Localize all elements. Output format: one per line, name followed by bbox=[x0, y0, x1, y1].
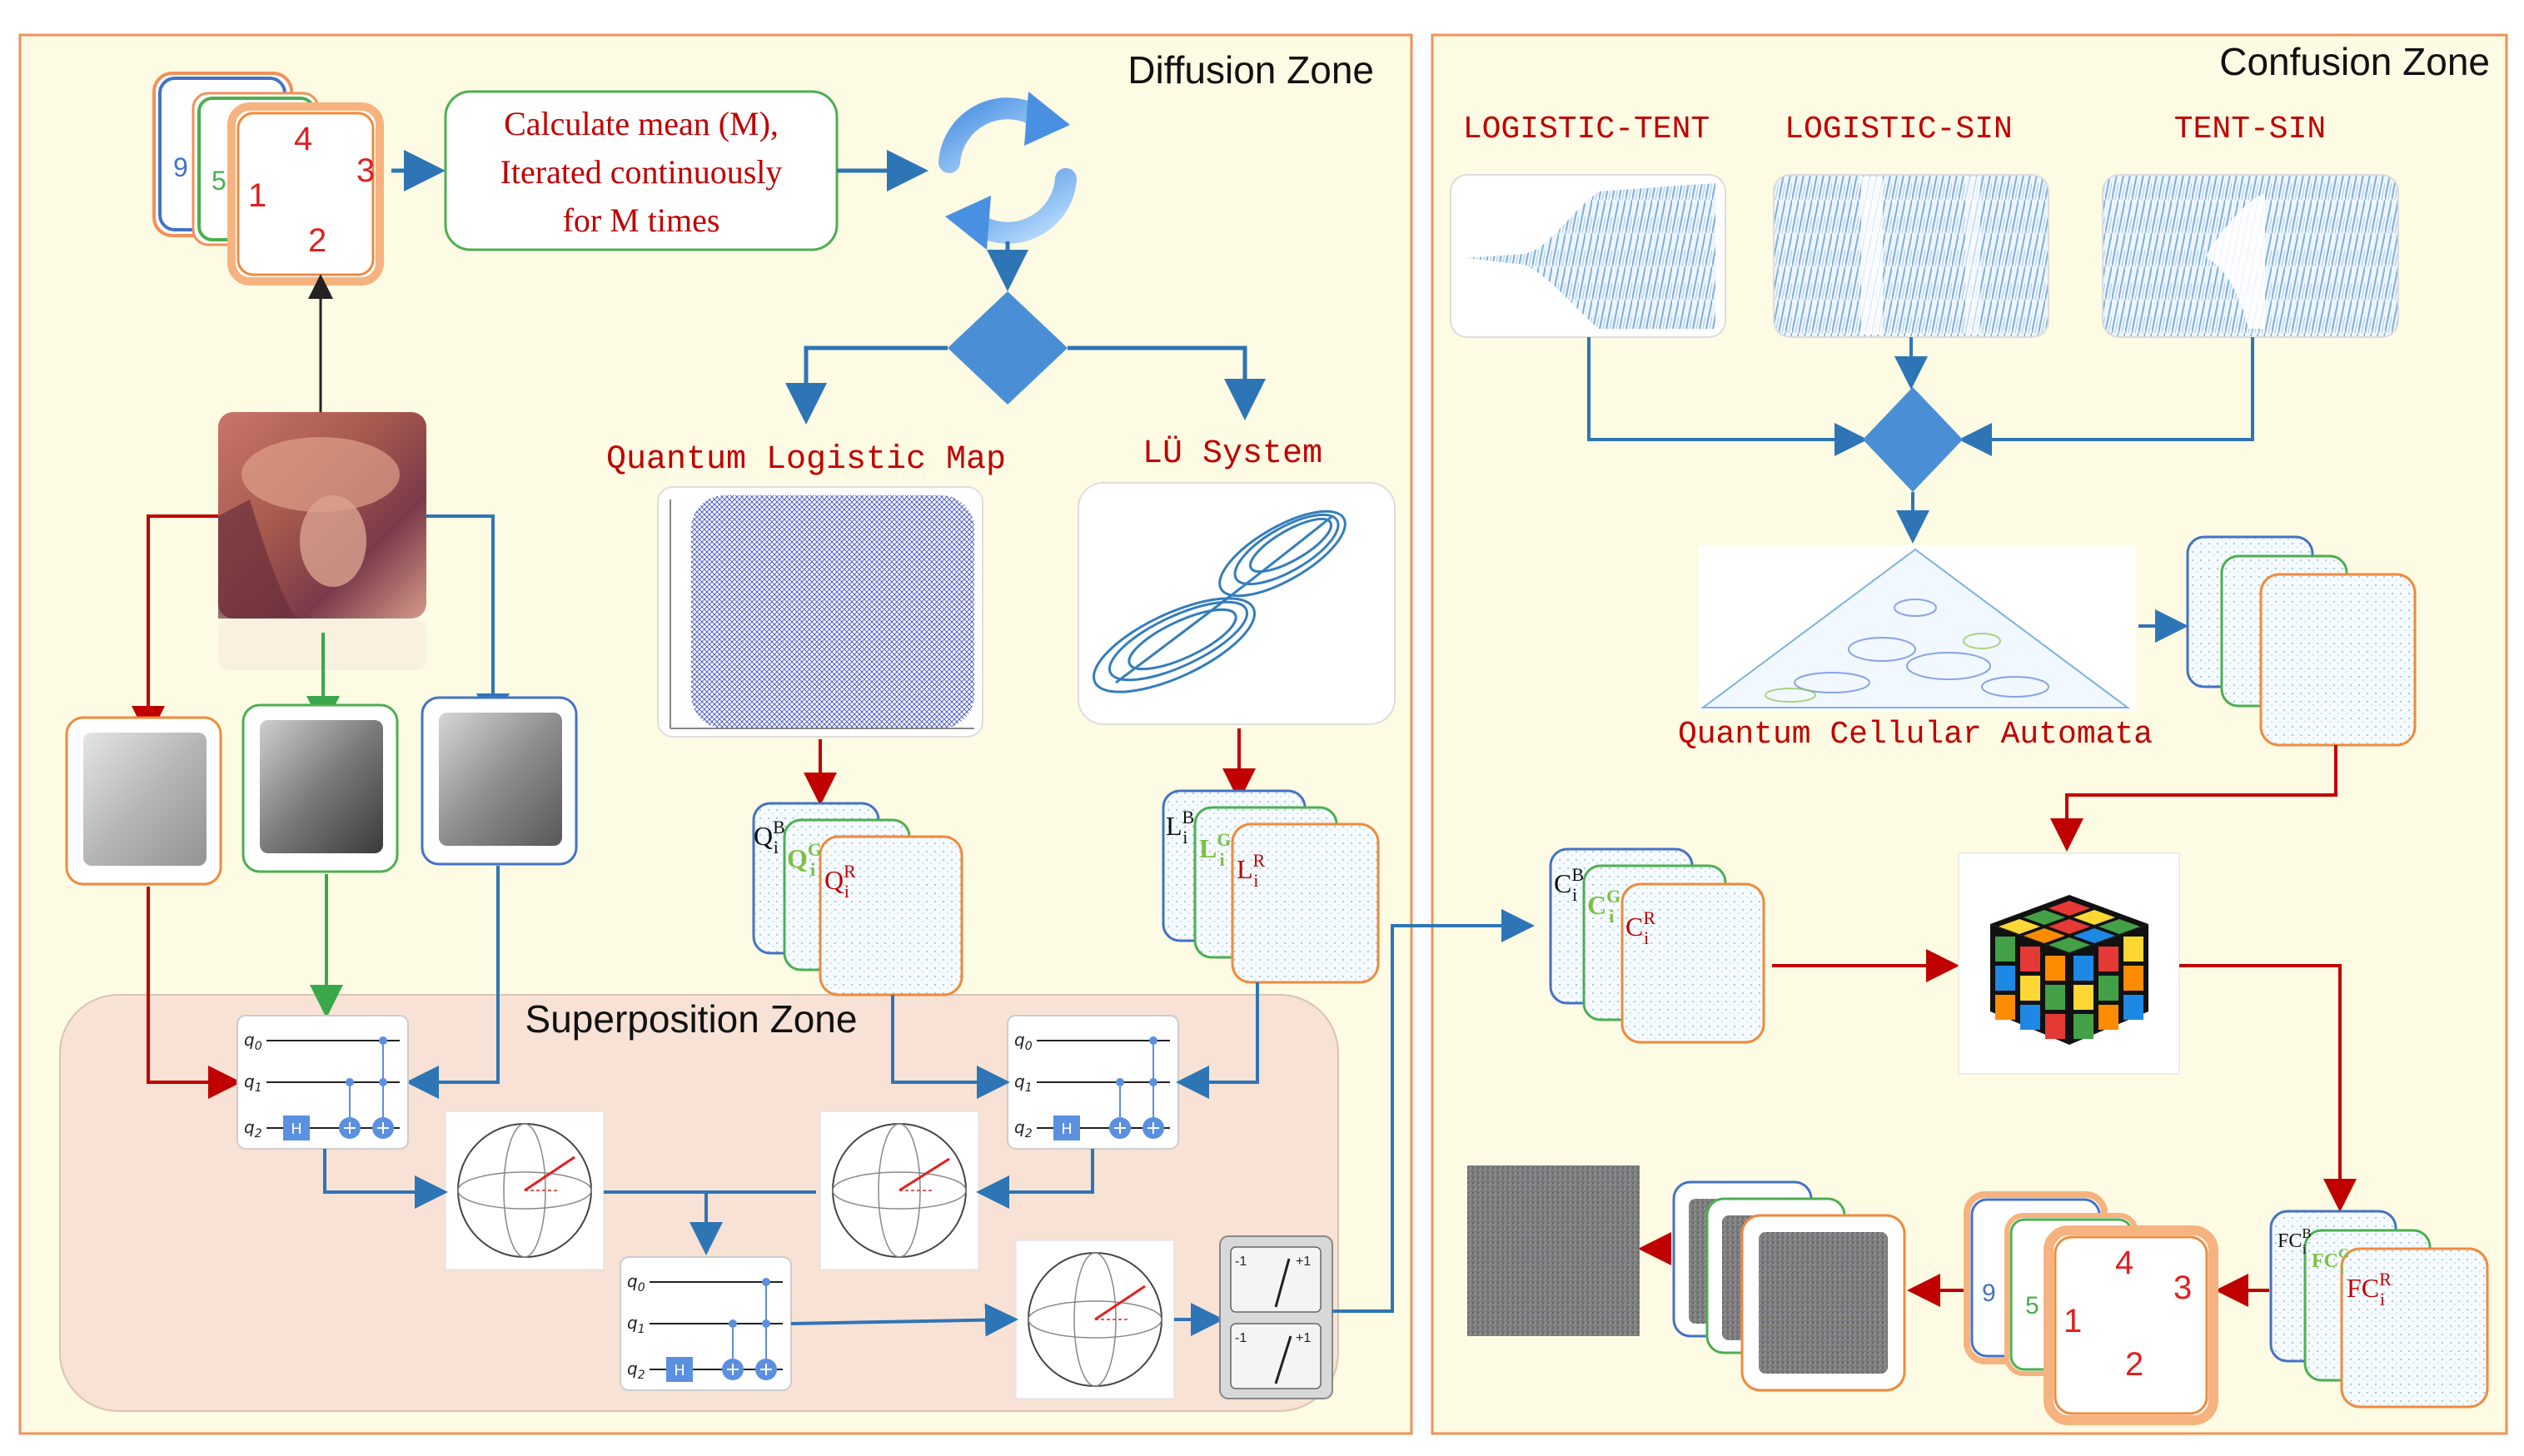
block-number-4-out: 4 bbox=[2115, 1245, 2133, 1281]
lu-system-attractor-plot bbox=[1078, 482, 1396, 725]
calc-line-3: for M times bbox=[563, 201, 720, 239]
refresh-cycle-icon bbox=[938, 92, 1077, 250]
circuit2-q1: q1 bbox=[1014, 1071, 1033, 1095]
confusion-diamond-icon bbox=[1863, 387, 1963, 492]
bloch-sphere-3 bbox=[1015, 1240, 1175, 1399]
green-channel-image bbox=[241, 703, 399, 873]
circuit3-q2: q2 bbox=[627, 1359, 645, 1382]
quantum-circuit-1 bbox=[236, 1015, 409, 1150]
circuit2-hadamard: H bbox=[1061, 1121, 1073, 1138]
quantum-logistic-map-plot bbox=[657, 486, 983, 738]
logistic-tent-label: LOGISTIC-TENT bbox=[1463, 112, 1710, 147]
meter2-plus: +1 bbox=[1296, 1331, 1311, 1345]
blue-channel-image bbox=[421, 696, 578, 866]
block-number-1: 1 bbox=[248, 177, 266, 214]
plain-image-lena bbox=[218, 412, 426, 670]
quantum-cellular-automata-plot bbox=[1699, 545, 2136, 712]
c-channel-stack bbox=[1549, 847, 1765, 1044]
logistic-tent-bifurcation-plot bbox=[1450, 174, 1726, 338]
circuit1-hadamard: H bbox=[291, 1121, 302, 1138]
block-number-2-out: 2 bbox=[2125, 1346, 2143, 1383]
bloch-sphere-2 bbox=[819, 1111, 979, 1270]
block-number-1-out: 1 bbox=[2064, 1303, 2082, 1339]
circuit2-q2: q2 bbox=[1014, 1117, 1033, 1140]
quantum-logistic-map-label: Quantum Logistic Map bbox=[606, 441, 1006, 479]
lu-system-label: LÜ System bbox=[1143, 435, 1322, 473]
circuit3-hadamard: H bbox=[674, 1362, 685, 1379]
block-number-5-out: 5 bbox=[2025, 1292, 2039, 1319]
fc-channel-stack bbox=[2269, 1210, 2489, 1409]
cipher-image bbox=[1467, 1165, 1640, 1336]
circuit3-q0: q0 bbox=[627, 1271, 645, 1294]
calc-line-1: Calculate mean (M), bbox=[504, 105, 779, 142]
decision-diamond-icon bbox=[948, 291, 1068, 405]
superposition-zone-title: Superposition Zone bbox=[525, 997, 858, 1041]
block-number-4: 4 bbox=[294, 121, 312, 157]
circuit1-q2: q2 bbox=[244, 1117, 262, 1140]
circuit2-q0: q0 bbox=[1014, 1030, 1033, 1053]
quantum-circuit-3 bbox=[620, 1256, 792, 1391]
rubiks-cube-icon bbox=[1958, 852, 2180, 1075]
tent-sin-label: TENT-SIN bbox=[2174, 112, 2326, 147]
logistic-sin-label: LOGISTIC-SIN bbox=[1785, 112, 2013, 147]
diffusion-zone-title: Diffusion Zone bbox=[1128, 48, 1374, 92]
block-number-2: 2 bbox=[308, 222, 326, 259]
calc-line-2: Iterated continuously bbox=[500, 153, 783, 191]
l-channel-stack bbox=[1162, 789, 1380, 984]
red-channel-image bbox=[65, 716, 222, 886]
bloch-sphere-1 bbox=[445, 1111, 605, 1270]
block-number-9-out: 9 bbox=[1982, 1280, 1996, 1307]
divided-blocks-stack bbox=[152, 72, 384, 286]
circuit3-q1: q1 bbox=[627, 1313, 645, 1336]
block-number-9: 9 bbox=[173, 152, 188, 182]
reassembled-blocks-stack bbox=[1964, 1191, 2218, 1425]
encrypted-channel-stack bbox=[1672, 1180, 1906, 1392]
quantum-circuit-2 bbox=[1007, 1015, 1179, 1150]
circuit1-q0: q0 bbox=[244, 1030, 262, 1053]
tent-sin-bifurcation-plot bbox=[2102, 174, 2399, 338]
meter1-plus: +1 bbox=[1296, 1255, 1311, 1269]
meter1-minus: -1 bbox=[1235, 1255, 1247, 1269]
confusion-zone-title: Confusion Zone bbox=[2219, 40, 2490, 83]
block-number-5: 5 bbox=[212, 166, 227, 196]
block-number-3-out: 3 bbox=[2173, 1270, 2192, 1306]
q-channel-stack bbox=[752, 802, 963, 996]
measurement-meter-icon bbox=[1219, 1235, 1333, 1399]
circuit1-q1: q1 bbox=[244, 1071, 262, 1095]
qca-label: Quantum Cellular Automata bbox=[1678, 717, 2153, 753]
qca-output-stack bbox=[2186, 535, 2417, 747]
meter2-minus: -1 bbox=[1235, 1331, 1247, 1345]
logistic-sin-bifurcation-plot bbox=[1773, 174, 2049, 338]
block-number-3: 3 bbox=[356, 152, 375, 189]
